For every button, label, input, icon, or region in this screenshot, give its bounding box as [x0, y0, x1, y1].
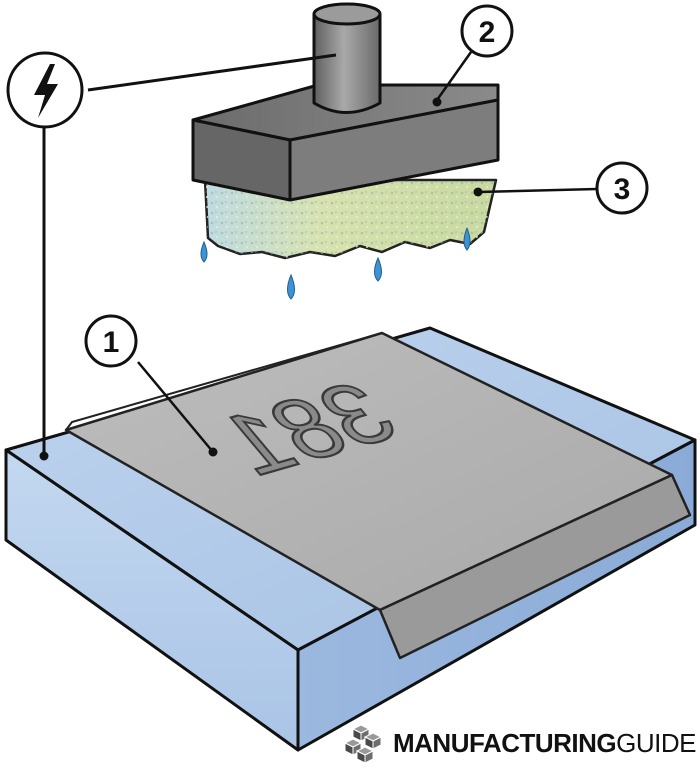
workpiece-lip [378, 473, 692, 660]
callout-2: 2 [432, 4, 514, 107]
callout-1: 1 [84, 314, 218, 457]
callout-3: 3 [473, 161, 649, 215]
brand-wordmark-light: GUIDE [616, 728, 696, 758]
droplet [287, 273, 295, 300]
power-source [6, 51, 84, 129]
droplet [374, 256, 382, 282]
droplet [200, 240, 208, 263]
brand-wordmark: MANUFACTURINGGUIDE [393, 723, 696, 763]
droplet [463, 226, 471, 251]
callout-label: 2 [479, 16, 496, 49]
brand-logo: MANUFACTURINGGUIDE [343, 723, 696, 763]
cube-logo-icon [343, 724, 383, 763]
brand-wordmark-bold: MANUFACTURING [393, 728, 617, 758]
electrode-shaft [312, 12, 382, 114]
callout-label: 1 [103, 326, 120, 359]
electrode-tool [191, 2, 500, 300]
electrode-box-side [288, 98, 500, 202]
workpiece-left-edge [65, 332, 383, 431]
electrode-shaft-top [312, 2, 382, 26]
workpiece-sheet: 381 [64, 331, 692, 660]
power-wiring [42, 53, 337, 452]
wire-contact-dot [39, 451, 49, 461]
wire-to-electrode [87, 53, 337, 92]
lightning-bolt-icon [34, 64, 58, 118]
callout-label: 3 [614, 173, 631, 206]
